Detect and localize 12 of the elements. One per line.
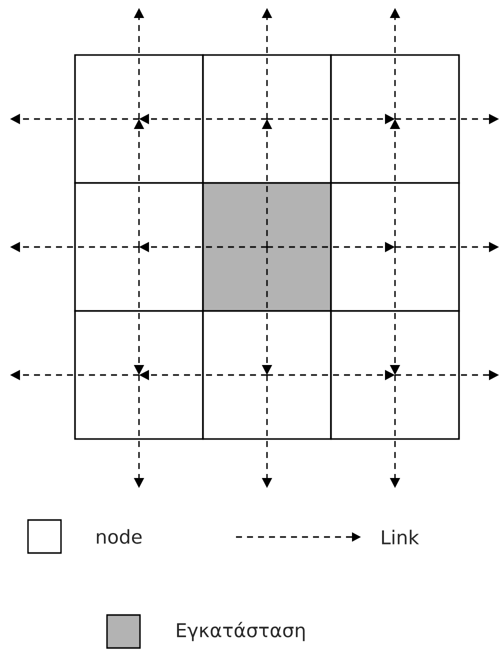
- grid-cell: [330, 182, 460, 312]
- grid-cell: [202, 54, 332, 184]
- grid-cell: [74, 182, 204, 312]
- grid-cell: [202, 310, 332, 440]
- legend-label: Link: [382, 530, 420, 544]
- grid-cell: [202, 182, 332, 312]
- legend-label: Εγκατάσταση: [177, 622, 305, 642]
- legend-label: node: [96, 529, 142, 544]
- grid-cell: [330, 54, 460, 184]
- grid-cell: [74, 54, 204, 184]
- grid-cell: [330, 310, 460, 440]
- grid-cell: [74, 310, 204, 440]
